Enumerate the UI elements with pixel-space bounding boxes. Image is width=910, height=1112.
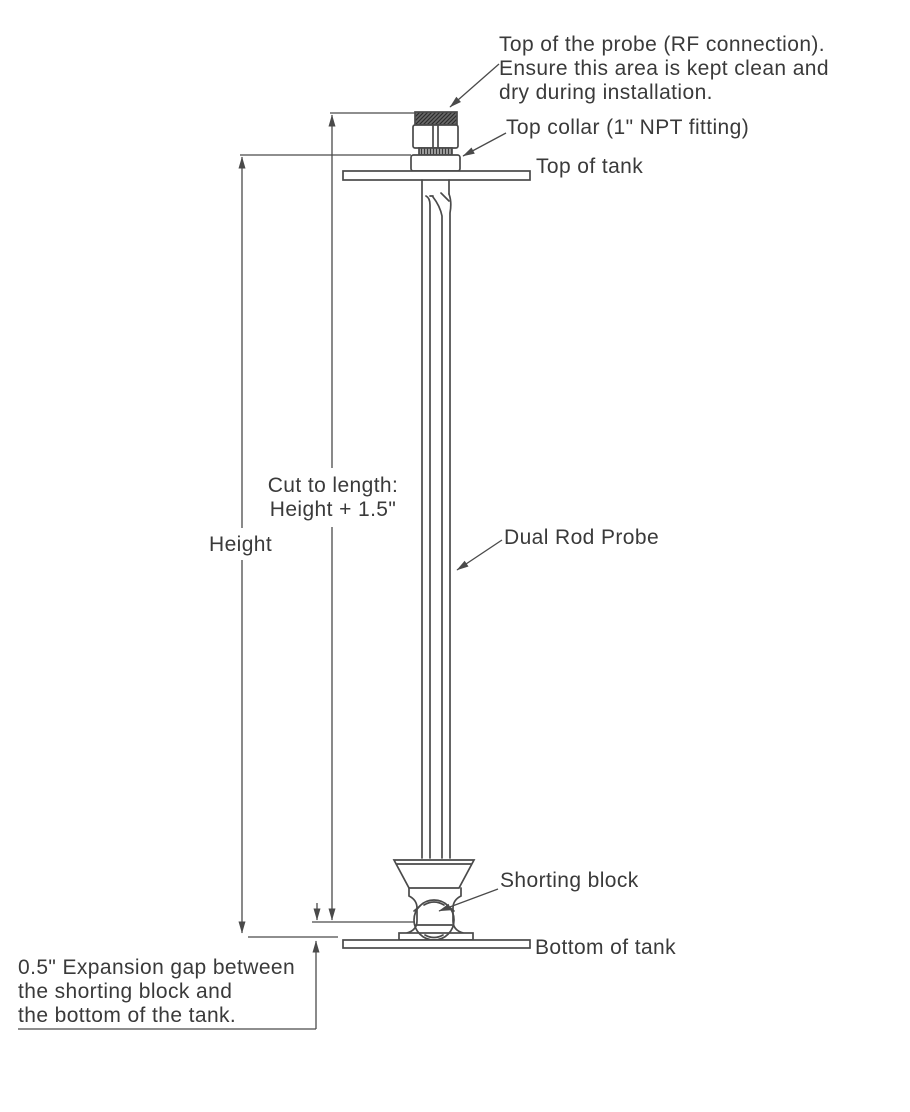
shorting-block-leader-line — [438, 888, 499, 912]
hex-nut-facet-lines — [432, 125, 439, 148]
right-rod-inner-line — [432, 196, 443, 859]
rod-bend-chamfer — [440, 192, 450, 202]
bottom-of-tank-label: Bottom of tank — [535, 936, 677, 959]
cut-to-length-note: Cut to length: Height + 1.5" — [248, 474, 418, 522]
ball-tick-marks — [413, 905, 455, 912]
hex-nut — [412, 124, 459, 149]
probe-top-note: Top of the probe (RF connection). Ensure… — [499, 33, 829, 105]
cut-to-length-line2: Height + 1.5" — [269, 498, 397, 521]
dual-rod-leader-line — [456, 539, 503, 571]
cut-to-length-line1: Cut to length: — [267, 474, 399, 497]
rf-connector-cap — [414, 111, 458, 126]
probe-top-note-line3: dry during installation. — [499, 81, 713, 104]
expansion-gap-line2: the shorting block and — [18, 980, 233, 1003]
top-of-tank-label: Top of tank — [536, 155, 644, 178]
bottom-tank-plate — [342, 939, 531, 949]
left-rod-inner-line — [425, 195, 431, 859]
probe-top-note-line2: Ensure this area is kept clean and — [499, 57, 829, 80]
block-right-side — [452, 887, 464, 934]
top-collar-fitting — [410, 154, 461, 172]
dual-rod-probe-label: Dual Rod Probe — [504, 526, 660, 549]
expansion-gap-line1: 0.5" Expansion gap between — [18, 956, 296, 979]
top-tank-plate — [342, 170, 531, 181]
probe-top-note-line1: Top of the probe (RF connection). — [499, 33, 826, 56]
shorting-block-funnel — [392, 859, 476, 889]
probe-top-leader-line — [449, 63, 500, 108]
right-rod-outer-line — [448, 193, 452, 859]
ball-bottom-arc — [424, 934, 444, 939]
neck-ring — [418, 147, 453, 156]
expansion-gap-note: 0.5" Expansion gap between the shorting … — [18, 956, 295, 1028]
height-label: Height — [206, 533, 276, 557]
top-collar-label: Top collar (1" NPT fitting) — [506, 116, 750, 139]
expansion-gap-line3: the bottom of the tank. — [18, 1004, 237, 1027]
top-collar-leader-line — [462, 132, 507, 157]
block-base-flange — [398, 932, 474, 941]
shorting-block-label: Shorting block — [500, 869, 639, 892]
ball-top-arc — [423, 901, 445, 906]
